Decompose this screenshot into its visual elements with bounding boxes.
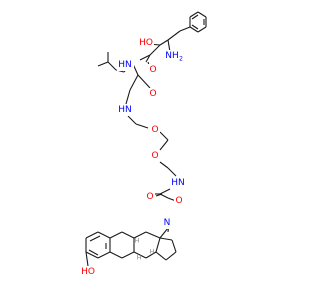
bond-layer (85, 11, 207, 267)
bond-30 (159, 161, 169, 169)
bond-25 (125, 89, 131, 105)
bond-14 (139, 54, 151, 61)
phenol-hydroxyl: HO (81, 267, 95, 277)
bond-52 (97, 231, 111, 239)
bond-13 (145, 54, 151, 63)
bond-46 (145, 251, 157, 259)
amide-nh-3: HN (171, 178, 185, 188)
bond-28 (159, 131, 169, 141)
molecule-structure: HO NH 2 O HN O HN O O HN O O N HO H H H (80, 11, 207, 278)
bond-50 (109, 251, 123, 259)
bond-39 (165, 251, 177, 261)
ether-oxygen-1: O (151, 125, 158, 135)
bond-55 (85, 251, 99, 259)
bond-51 (121, 251, 135, 259)
atom-label-layer: HO NH 2 O HN O HN O O HN O O N HO (80, 37, 187, 278)
amine-label: NH (165, 51, 179, 61)
bond-24 (129, 74, 139, 91)
bond-40 (155, 251, 167, 261)
bond-45 (133, 251, 147, 259)
bond-8 (191, 24, 199, 30)
bond-32 (159, 188, 171, 195)
amide-nh-2: HN (118, 105, 132, 115)
bond-56 (97, 251, 111, 259)
bond-37 (159, 237, 173, 241)
bond-31 (167, 167, 177, 177)
bond-12 (149, 44, 161, 56)
carbonyl-oxygen-1: O (149, 65, 156, 75)
bond-42 (145, 231, 161, 239)
bond-6 (191, 14, 199, 20)
bond-26 (127, 115, 137, 125)
bond-9 (179, 26, 191, 32)
stereo-hydrogen-layer: H H H (135, 238, 155, 262)
double-bond-2 (155, 193, 163, 197)
bond-4 (189, 26, 199, 33)
stereo-h-c14: H (150, 249, 155, 256)
oxime-nitrogen: N (164, 218, 171, 228)
stereo-h-c9: H (135, 238, 140, 245)
bond-60 (85, 251, 89, 267)
bond-38 (171, 239, 177, 253)
bond-43 (133, 231, 147, 239)
stereo-h-c8: H (137, 255, 142, 262)
bond-29 (159, 139, 169, 151)
bond-53 (85, 231, 99, 239)
bond-23 (137, 74, 151, 89)
ether-oxygen-2: O (151, 151, 158, 161)
carbonyl-oxygen-3: O (146, 192, 153, 202)
bond-57 (89, 235, 101, 242)
bond-27 (135, 123, 149, 129)
bond-1 (197, 11, 207, 18)
bond-36 (159, 227, 169, 239)
bond-41 (155, 237, 161, 253)
bond-58 (88, 249, 99, 256)
amide-nh-1: HN (118, 60, 132, 70)
oxime-oxygen: O (175, 196, 182, 206)
bond-10 (167, 30, 181, 41)
bond-48 (109, 231, 123, 239)
bond-0 (189, 11, 199, 18)
bond-3 (197, 26, 207, 33)
bond-11 (159, 39, 169, 46)
amine-subscript: 2 (179, 56, 183, 63)
hydroxyl-label: HO (139, 38, 153, 48)
bond-19 (107, 61, 117, 71)
bond-47 (121, 231, 135, 239)
carbonyl-oxygen-2: O (149, 89, 156, 99)
bond-20 (97, 61, 109, 67)
